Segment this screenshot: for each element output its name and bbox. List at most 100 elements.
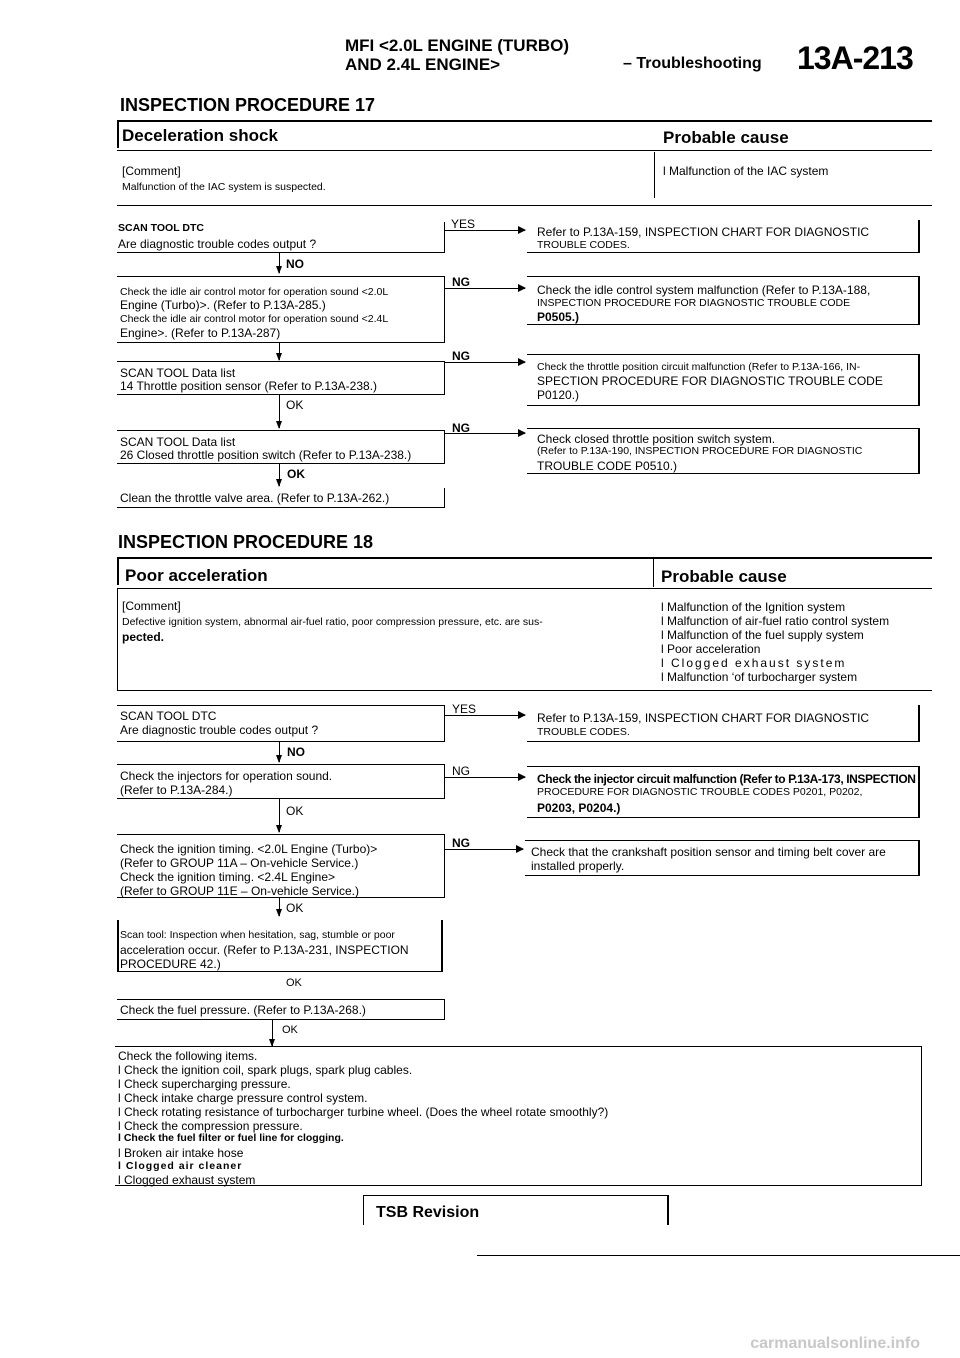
proc18-result1-line2: TROUBLE CODES. bbox=[537, 726, 630, 738]
proc18-result2-line2: PROCEDURE FOR DIAGNOSTIC TROUBLE CODES P… bbox=[537, 786, 863, 798]
proc18-ok-label-4: OK bbox=[282, 1024, 298, 1036]
proc18-probable-cause-label: Probable cause bbox=[661, 567, 787, 586]
proc17-yes-label: YES bbox=[451, 217, 476, 231]
proc18-result3-box bbox=[525, 840, 920, 876]
proc18-bar-divider bbox=[653, 559, 654, 587]
proc17-result2-line2: INSPECTION PROCEDURE FOR DIAGNOSTIC TROU… bbox=[537, 297, 851, 309]
header-title-line2: AND 2.4L ENGINE> bbox=[345, 55, 501, 74]
proc18-top-rule bbox=[117, 557, 932, 559]
proc17-comment-text: Malfunction of the IAC system is suspect… bbox=[122, 181, 326, 193]
proc18-ok-arrow-2 bbox=[276, 898, 282, 917]
page-number: 13A-213 bbox=[797, 40, 914, 76]
proc18-bar-rule bbox=[117, 588, 932, 589]
proc17-result4-line3: TROUBLE CODE P0510.) bbox=[537, 459, 678, 473]
proc18-ng-label-1: NG bbox=[452, 764, 470, 778]
proc18-ok-arrow-1 bbox=[276, 799, 282, 833]
proc17-result1-line1: Refer to P.13A-159, INSPECTION CHART FOR… bbox=[537, 225, 870, 239]
proc18-comment-rule bbox=[117, 690, 932, 691]
header-title-line1: MFI <2.0L ENGINE (TURBO) bbox=[345, 36, 570, 55]
proc17-ng-arrow-3 bbox=[445, 429, 526, 437]
footer-rule bbox=[477, 1255, 960, 1256]
proc18-result2-line1: Check the injector circuit malfunction (… bbox=[537, 772, 916, 786]
proc18-step6-title: Check the following items. bbox=[118, 1049, 258, 1063]
proc18-check-7: l Clogged air cleaner bbox=[118, 1160, 243, 1172]
proc18-step3-line3: Check the ignition timing. <2.4L Engine> bbox=[120, 870, 336, 884]
proc17-result3-line1: Check the throttle position circuit malf… bbox=[537, 361, 861, 373]
proc18-result2-line3: P0203, P0204.) bbox=[537, 801, 621, 815]
proc17-step2-line1: Check the idle air control motor for ope… bbox=[120, 286, 389, 298]
proc17-cause-0: l Malfunction of the IAC system bbox=[663, 164, 829, 178]
proc17-step3-line2: 14 Throttle position sensor (Refer to P.… bbox=[120, 379, 378, 393]
proc18-check-6: l Broken air intake hose bbox=[118, 1146, 244, 1160]
proc18-step4-box bbox=[117, 920, 443, 972]
proc17-step3-line1: SCAN TOOL Data list bbox=[120, 366, 236, 380]
proc18-step4-line3: PROCEDURE 42.) bbox=[120, 957, 221, 971]
header-section: – Troubleshooting bbox=[623, 55, 762, 72]
proc18-ok-label-3: OK bbox=[286, 977, 302, 989]
proc18-check-3: l Check rotating resistance of turbochar… bbox=[118, 1105, 609, 1119]
proc17-step1-line1: SCAN TOOL DTC bbox=[118, 222, 204, 234]
proc17-step2-line3: Check the idle air control motor for ope… bbox=[120, 313, 389, 325]
proc17-left-tick bbox=[117, 120, 119, 148]
proc18-cause-3: l Poor acceleration bbox=[661, 642, 761, 656]
proc17-step1-line2: Are diagnostic trouble codes output ? bbox=[118, 237, 317, 251]
proc18-check-1: l Check supercharging pressure. bbox=[118, 1077, 291, 1091]
proc17-comment-divider bbox=[654, 152, 655, 198]
proc18-step2-line1: Check the injectors for operation sound. bbox=[120, 769, 333, 783]
proc17-ng-label-2: NG bbox=[452, 349, 470, 363]
proc18-step1-line2: Are diagnostic trouble codes output ? bbox=[120, 723, 319, 737]
proc17-ok-arrow-2 bbox=[276, 395, 282, 429]
proc18-no-label: NO bbox=[287, 745, 305, 759]
proc17-ok-arrow-3 bbox=[276, 464, 282, 487]
proc18-comment-line2: pected. bbox=[122, 630, 165, 644]
proc17-result4-box bbox=[527, 428, 920, 474]
proc17-ng-arrow-2 bbox=[445, 358, 526, 366]
proc17-step5-box bbox=[117, 488, 445, 508]
proc18-result1-line1: Refer to P.13A-159, INSPECTION CHART FOR… bbox=[537, 711, 870, 725]
proc18-step2-line2: (Refer to P.13A-284.) bbox=[120, 783, 233, 797]
tsb-revision: TSB Revision bbox=[376, 1204, 480, 1221]
proc17-title: INSPECTION PROCEDURE 17 bbox=[120, 95, 376, 115]
proc17-result3-box bbox=[527, 354, 920, 406]
proc18-title: INSPECTION PROCEDURE 18 bbox=[118, 532, 374, 552]
proc17-result3-line3: P0120.) bbox=[537, 388, 580, 402]
proc17-top-rule bbox=[117, 120, 932, 122]
proc17-step5: Clean the throttle valve area. (Refer to… bbox=[120, 491, 390, 505]
proc18-ng-arrow-2 bbox=[445, 845, 524, 853]
proc17-ok-label-3: OK bbox=[287, 467, 305, 481]
proc18-result2-box bbox=[527, 766, 920, 818]
proc18-ok-label-2: OK bbox=[286, 901, 304, 915]
proc18-result3-line2: installed properly. bbox=[531, 859, 625, 873]
proc18-step5: Check the fuel pressure. (Refer to P.13A… bbox=[120, 1003, 366, 1017]
proc18-step6-box bbox=[115, 1046, 922, 1186]
proc18-check-0: l Check the ignition coil, spark plugs, … bbox=[118, 1063, 413, 1077]
proc18-step2-box bbox=[117, 764, 445, 799]
proc17-symptom: Deceleration shock bbox=[122, 126, 278, 145]
proc18-check-4: l Check the compression pressure. bbox=[118, 1119, 303, 1133]
proc18-step6-top bbox=[115, 1046, 922, 1047]
proc18-check-8: l Clogged exhaust system bbox=[118, 1173, 256, 1187]
footer-box bbox=[363, 1195, 669, 1225]
proc17-ok-label-2: OK bbox=[286, 398, 304, 412]
proc18-comment-label: [Comment] bbox=[122, 599, 181, 613]
proc17-step4-line1: SCAN TOOL Data list bbox=[120, 435, 236, 449]
proc18-cause-4: l Clogged exhaust system bbox=[661, 656, 847, 670]
proc18-left-tick bbox=[117, 557, 119, 585]
proc17-result2-box bbox=[527, 276, 920, 325]
proc17-step2-line2: Engine (Turbo)>. (Refer to P.13A-285.) bbox=[120, 298, 326, 312]
proc18-step3-line2: (Refer to GROUP 11A – On-vehicle Service… bbox=[120, 856, 359, 870]
proc17-result1-box bbox=[527, 220, 920, 253]
proc17-step4-box bbox=[117, 430, 445, 464]
proc17-result2-line1: Check the idle control system malfunctio… bbox=[537, 283, 871, 297]
proc17-result2-line3: P0505.) bbox=[537, 310, 580, 324]
proc17-step1-box bbox=[117, 222, 445, 253]
proc17-result4-line2: (Refer to P.13A-190, INSPECTION PROCEDUR… bbox=[537, 445, 863, 457]
proc17-probable-cause-label: Probable cause bbox=[663, 128, 789, 147]
proc17-ng-label-3: NG bbox=[452, 421, 470, 435]
proc18-step1-line1: SCAN TOOL DTC bbox=[120, 709, 217, 723]
proc18-comment-left bbox=[117, 588, 118, 690]
proc18-no-arrow bbox=[276, 742, 282, 763]
proc17-comment-label: [Comment] bbox=[122, 164, 181, 178]
proc18-yes-arrow bbox=[445, 711, 526, 719]
proc17-step2-line4: Engine>. (Refer to P.13A-287) bbox=[120, 326, 281, 340]
